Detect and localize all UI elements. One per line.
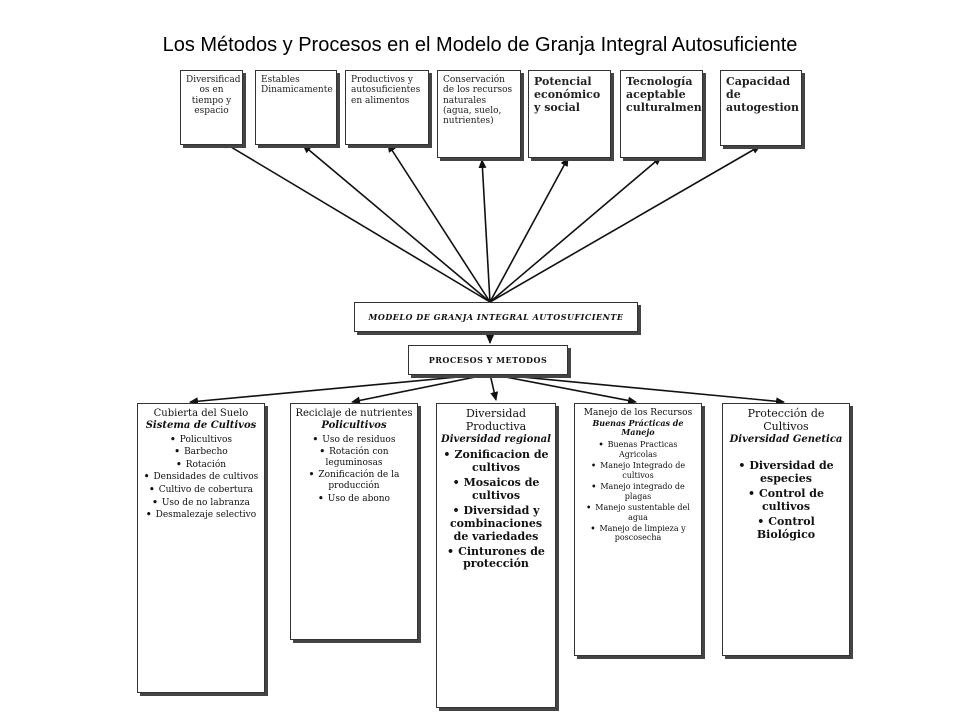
list-item: Policultivos [142, 435, 260, 446]
list-item: Uso de no labranza [142, 498, 260, 509]
goal-box-self-management: Capacidad de autogestion [720, 70, 802, 146]
arrow-to-bottom-5 [489, 373, 785, 406]
arrow-to-bottom-2 [351, 373, 491, 405]
processes-box: PROCESOS Y METODOS [408, 345, 568, 375]
goal-box-cultural-technology: Tecnología aceptable culturalmente [620, 70, 703, 158]
category-item-list: Policultivos Barbecho Rotación Densidade… [142, 435, 260, 521]
list-item: Uso de residuos [295, 435, 413, 446]
list-item: Zonificación de la producción [295, 470, 413, 491]
list-item: Manejo sustentable del agua [579, 503, 697, 522]
list-item: Control de cultivos [727, 487, 845, 514]
category-heading: Protección de Cultivos [747, 407, 825, 433]
page-title: Los Métodos y Procesos en el Modelo de G… [162, 34, 798, 56]
list-item: Rotación con leguminosas [295, 447, 413, 468]
list-item: Desmalezaje selectivo [142, 510, 260, 521]
model-box: MODELO DE GRANJA INTEGRAL AUTOSUFICIENTE [354, 302, 638, 332]
category-box-resource-management: Manejo de los Recursos Buenas Prácticas … [574, 403, 702, 656]
goal-box-productive: Productivos y autosuficientes en aliment… [345, 70, 429, 145]
category-subheading: Diversidad Genetica [729, 433, 843, 445]
list-item: Zonificacion de cultivos [441, 448, 551, 475]
list-item: Mosaicos de cultivos [441, 476, 551, 503]
category-heading: Cubierta del Suelo [153, 408, 249, 419]
category-heading: Diversidad Productiva [465, 407, 527, 433]
list-item: Control Biológico [727, 515, 845, 542]
list-item: Manejo integrado de plagas [579, 482, 697, 501]
arrow-to-bottom-1 [189, 373, 491, 406]
list-item: Cultivo de cobertura [142, 485, 260, 496]
arrow-to-top-7 [489, 145, 761, 303]
goal-box-economic-potential: Potencial económico y social [528, 70, 611, 158]
list-item: Rotación [142, 460, 260, 471]
category-box-nutrient-recycling: Reciclaje de nutrientes Policultivos Uso… [290, 403, 418, 640]
arrow-to-top-4 [478, 159, 491, 303]
list-item: Densidades de cultivos [142, 472, 260, 483]
arrow-to-top-5 [489, 157, 569, 303]
category-heading: Manejo de los Recursos [583, 408, 693, 418]
category-box-soil-cover: Cubierta del Suelo Sistema de Cultivos P… [137, 403, 265, 693]
goal-box-stable: Estables Dinamicamente [255, 70, 337, 145]
category-box-productive-diversity: Diversidad Productiva Diversidad regiona… [436, 403, 556, 708]
category-heading: Reciclaje de nutrientes [295, 408, 413, 419]
category-item-list: Buenas Practicas Agricolas Manejo Integr… [579, 440, 697, 542]
category-item-list: Diversidad de especies Control de cultiv… [727, 459, 845, 542]
goal-box-conservation: Conservación de los recursos naturales (… [437, 70, 521, 158]
list-item: Barbecho [142, 447, 260, 458]
category-item-list: Uso de residuos Rotación con leguminosas… [295, 435, 413, 505]
list-item: Diversidad y combinaciones de variedades [441, 504, 551, 544]
goal-box-label: Capacidad de autogestion [726, 75, 800, 115]
goal-box-label: Productivos y autosuficientes en aliment… [351, 75, 421, 106]
goal-box-label: Estables Dinamicamente [261, 75, 333, 96]
arrow-to-top-6 [489, 156, 662, 303]
category-subheading: Buenas Prácticas de Manejo [592, 417, 684, 438]
arrow-to-top-1 [220, 140, 491, 303]
processes-box-label: PROCESOS Y METODOS [428, 355, 548, 365]
list-item: Cinturones de protección [441, 545, 551, 572]
goal-box-label: Tecnología aceptable culturalmente [626, 75, 702, 115]
category-subheading: Policultivos [321, 419, 387, 431]
arrow-to-top-2 [302, 144, 491, 303]
goal-box-label: Diversificad os en tiempo y espacio [186, 75, 241, 117]
arrow-to-bottom-4 [489, 373, 637, 405]
list-item: Buenas Practicas Agricolas [579, 440, 697, 459]
category-subheading: Sistema de Cultivos [145, 419, 257, 431]
arrow-to-top-3 [387, 143, 491, 303]
goal-box-label: Conservación de los recursos naturales (… [443, 75, 513, 127]
model-box-label: MODELO DE GRANJA INTEGRAL AUTOSUFICIENTE [368, 312, 624, 322]
list-item: Manejo de limpieza y poscosecha [579, 524, 697, 543]
list-item: Manejo Integrado de cultivos [579, 461, 697, 480]
category-item-list: Zonificacion de cultivos Mosaicos de cul… [441, 448, 551, 572]
arrow-to-bottom-3 [489, 373, 499, 401]
goal-box-label: Potencial económico y social [534, 75, 601, 115]
goal-box-diversified: Diversificad os en tiempo y espacio [180, 70, 243, 145]
list-item: Diversidad de especies [727, 459, 845, 486]
category-subheading: Diversidad regional [441, 433, 551, 445]
category-box-crop-protection: Protección de Cultivos Diversidad Geneti… [722, 403, 850, 656]
list-item: Uso de abono [295, 494, 413, 505]
